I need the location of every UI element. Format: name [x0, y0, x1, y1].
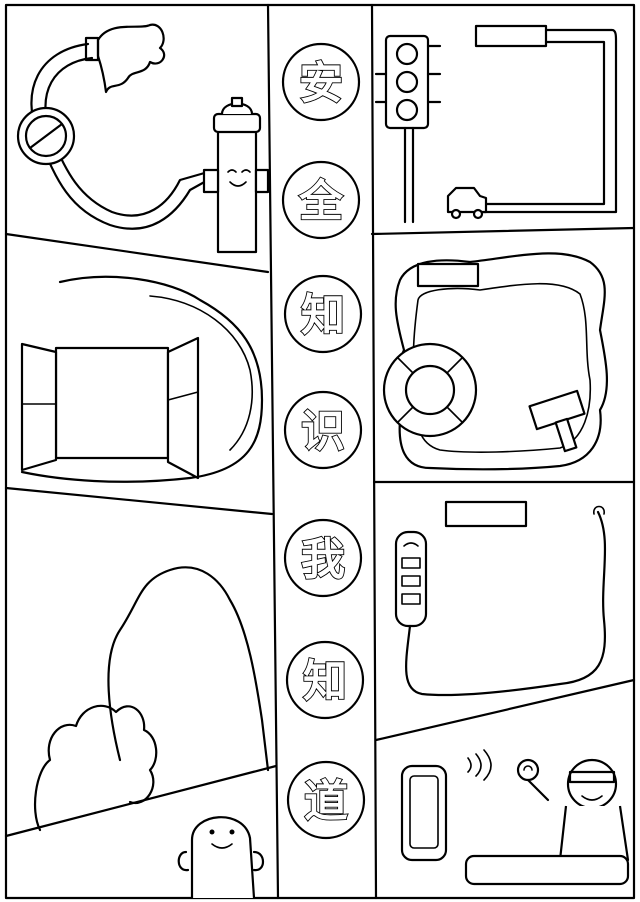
electric-cable: [405, 510, 607, 697]
bush-icon: [33, 704, 158, 832]
open-window-icon: [54, 346, 170, 460]
hose-outer: [30, 42, 210, 230]
plug-icon: [394, 530, 428, 628]
hammer-icon: [528, 389, 586, 453]
title-char-7: 道: [286, 760, 366, 840]
title-char-1-text: 安: [299, 58, 343, 109]
window-left-sash: [20, 342, 58, 472]
masked-thief-icon: [558, 758, 630, 862]
left-divider-1: [4, 232, 270, 274]
tree-icon: [107, 566, 270, 772]
car-icon: [446, 186, 488, 220]
traffic-light-icon: [384, 34, 430, 130]
smiling-character: [177, 816, 265, 899]
tree-panel: [33, 566, 270, 832]
hose-nozzle: [84, 36, 100, 62]
left-divider-2: [4, 486, 274, 516]
outer-border: [4, 3, 636, 900]
counter-bar: [464, 854, 630, 886]
water-spray: [96, 23, 166, 94]
title-char-6: 知: [285, 640, 365, 720]
title-char-4-text: 识: [301, 406, 345, 457]
title-char-7-text: 道: [304, 776, 348, 827]
fire-hydrant-icon: [216, 128, 258, 254]
blank-sign-board: [444, 500, 528, 528]
phone-icon: [400, 764, 448, 862]
center-column-left-border: [266, 3, 280, 900]
hose-inner: [44, 56, 210, 217]
title-char-2: 全: [281, 160, 361, 240]
title-char-4: 识: [283, 390, 363, 470]
character-body: [190, 816, 256, 899]
lollipop-icon: [516, 758, 540, 782]
right-divider-3: [374, 678, 636, 742]
water-safety-panel: [382, 252, 609, 471]
right-divider-1: [370, 226, 636, 236]
window-panel: [20, 275, 264, 483]
title-char-6-text: 知: [303, 656, 347, 707]
blank-sign-board: [474, 24, 548, 48]
title-char-2-text: 全: [298, 176, 344, 227]
electric-plug-panel: [394, 500, 607, 697]
center-column-right-border: [370, 3, 378, 900]
title-char-5-text: 我: [301, 534, 345, 585]
title-char-3-text: 知: [301, 290, 345, 341]
phone-thief-panel: [400, 749, 630, 886]
title-char-1: 安: [281, 42, 361, 122]
title-column: 安 全 知 识 我 知 道: [281, 42, 366, 840]
title-char-5: 我: [283, 518, 363, 598]
traffic-light-panel: [374, 24, 618, 224]
traffic-light-pole: [403, 126, 415, 224]
signal-icon: [467, 757, 472, 773]
blank-sign-board: [416, 262, 480, 288]
curtain-outline: [20, 275, 264, 483]
fire-hydrant-panel: [16, 23, 270, 254]
title-char-3: 知: [283, 274, 363, 354]
window-right-sash: [166, 336, 200, 480]
